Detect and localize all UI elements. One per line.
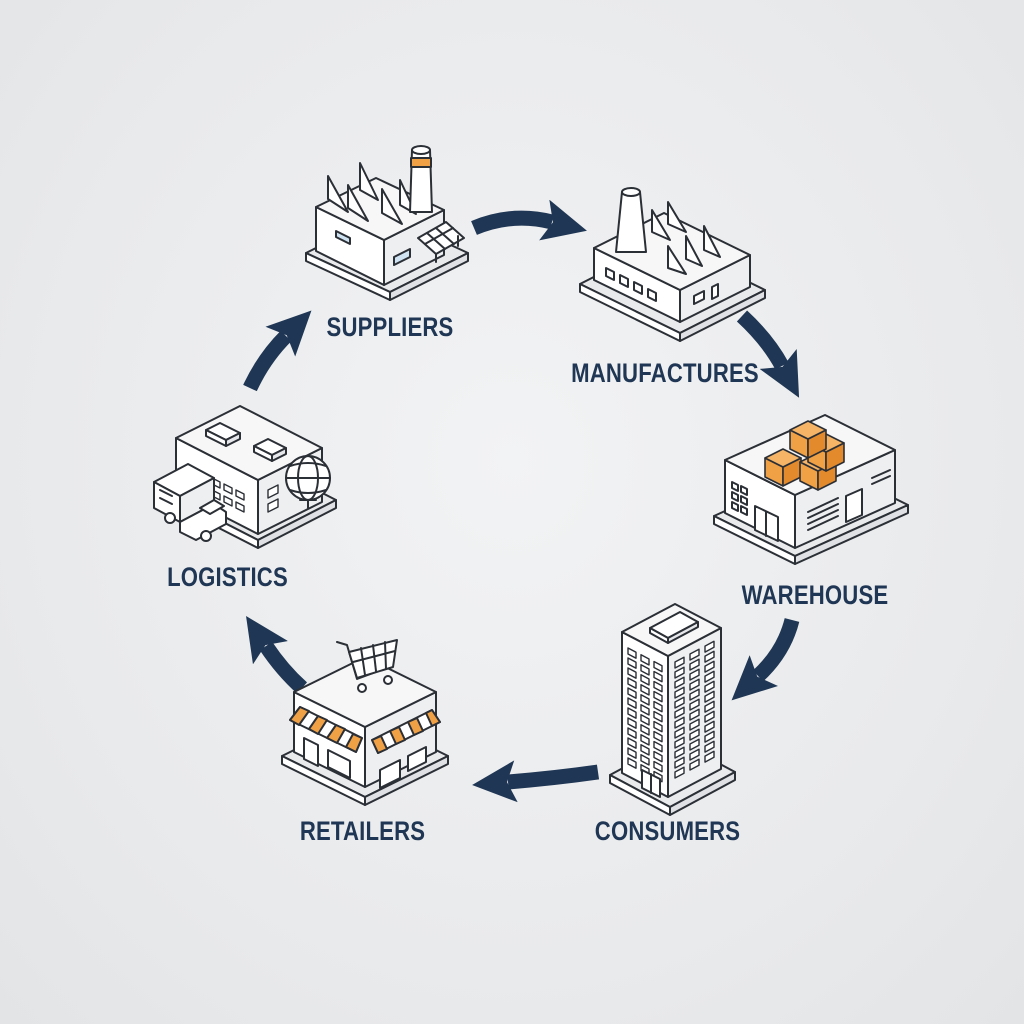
office-tower-icon (609, 603, 736, 816)
tower-window (674, 696, 685, 709)
flow-arrow-manufactures-to-warehouse (736, 310, 800, 398)
tower-window (653, 760, 663, 773)
tower-window (627, 657, 637, 669)
tower-window (704, 730, 715, 743)
flow-arrow-suppliers-to-manufactures (471, 199, 587, 241)
tower-window (674, 686, 685, 699)
tower-window (653, 730, 663, 743)
tower-window (674, 706, 685, 719)
tower-window (627, 727, 637, 739)
logistics-truck-globe-icon (153, 405, 337, 549)
tower-window (653, 720, 663, 733)
warehouse-boxes-icon (713, 414, 909, 565)
tower-window (653, 740, 663, 753)
tower-window (689, 708, 700, 721)
tower-window (704, 700, 715, 713)
tower-window (640, 674, 650, 686)
tower-window (653, 670, 663, 683)
factory-chimney-icon (579, 187, 766, 342)
tower-window (627, 697, 637, 709)
factory-solar-icon (305, 145, 469, 301)
tower-window (689, 738, 700, 751)
tower-window (674, 766, 685, 779)
tower-window (689, 668, 700, 681)
tower-window (704, 740, 715, 753)
tower-window (640, 704, 650, 716)
warehouse-label: WAREHOUSE (741, 580, 889, 610)
tower-window (704, 660, 715, 673)
tower-window (689, 748, 700, 761)
tower-window (674, 736, 685, 749)
tower-window (640, 664, 650, 676)
tower-window (627, 737, 637, 749)
tower-window (704, 750, 715, 763)
tower-window (640, 754, 650, 766)
tower-window (627, 707, 637, 719)
tower-window (653, 660, 663, 673)
tower-window (640, 694, 650, 706)
tower-window (640, 724, 650, 736)
flow-arrow-retailers-to-logistics (246, 616, 308, 694)
tower-window (689, 758, 700, 771)
tower-window (627, 647, 637, 659)
tower-window (653, 690, 663, 703)
tower-window (704, 690, 715, 703)
flow-arrow-consumers-to-retailers (472, 760, 600, 803)
tower-window (627, 717, 637, 729)
flow-arrows (243, 199, 800, 803)
tower-window (627, 667, 637, 679)
tower-window (674, 676, 685, 689)
tower-window (704, 650, 715, 663)
tower-window (653, 680, 663, 693)
tower-window (689, 648, 700, 661)
tower-window (674, 746, 685, 759)
manufactures-label: MANUFACTURES (571, 358, 759, 388)
tower-window (704, 720, 715, 733)
tower-window (640, 734, 650, 746)
flow-arrow-logistics-to-suppliers (243, 310, 312, 392)
tower-window (689, 698, 700, 711)
tower-window (689, 728, 700, 741)
tower-window (689, 678, 700, 691)
tower-window (640, 744, 650, 756)
tower-window (640, 654, 650, 666)
tower-window (653, 750, 663, 763)
tower-window (653, 710, 663, 723)
tower-window (640, 714, 650, 726)
logistics-label: LOGISTICS (167, 562, 288, 592)
tower-window (627, 677, 637, 689)
tower-window (674, 666, 685, 679)
tower-window (674, 716, 685, 729)
tower-window (627, 687, 637, 699)
tower-window (704, 710, 715, 723)
shop-cart-icon (281, 639, 449, 806)
tower-window (689, 688, 700, 701)
tower-window (674, 656, 685, 669)
flow-arrow-warehouse-to-consumers (731, 618, 800, 701)
tower-window (704, 640, 715, 653)
suppliers-label: SUPPLIERS (326, 312, 454, 342)
retailers-label: RETAILERS (299, 816, 426, 846)
consumers-label: CONSUMERS (594, 816, 741, 846)
tower-window (704, 670, 715, 683)
tower-window (627, 747, 637, 759)
tower-window (640, 684, 650, 696)
tower-window (674, 756, 685, 769)
tower-window (704, 680, 715, 693)
tower-window (689, 718, 700, 731)
tower-window (674, 726, 685, 739)
tower-window (627, 757, 637, 769)
tower-window (653, 700, 663, 713)
tower-window (689, 658, 700, 671)
